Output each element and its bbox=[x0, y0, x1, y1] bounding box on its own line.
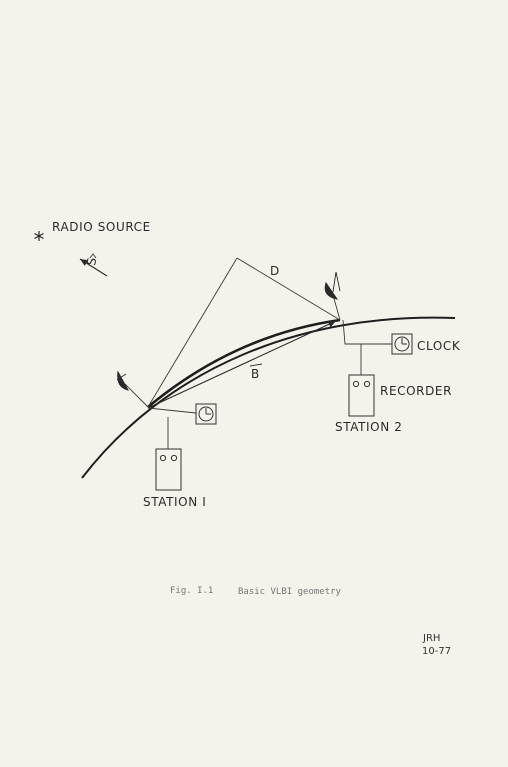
author-initials: JRH bbox=[422, 633, 440, 644]
station2-recorder-icon bbox=[348, 374, 375, 417]
station2-clock-icon bbox=[391, 333, 413, 355]
radio-source-star-icon bbox=[34, 231, 44, 241]
delay-path bbox=[147, 318, 341, 409]
station1-label: STATION I bbox=[143, 495, 206, 509]
source-vector-hat bbox=[89, 253, 97, 259]
baseline-vector bbox=[147, 320, 337, 409]
radio-source-label: RADIO SOURCE bbox=[52, 220, 151, 234]
figure-caption: Basic VLBI geometry bbox=[238, 587, 342, 597]
station2-label: STATION 2 bbox=[335, 420, 402, 434]
recorder-label: RECORDER bbox=[380, 384, 452, 398]
baseline-label: B bbox=[251, 367, 260, 381]
delay-label: D bbox=[270, 264, 280, 278]
antenna-1-dish-icon bbox=[116, 370, 149, 408]
source-vector-arrow bbox=[79, 258, 108, 277]
geometry-line-right bbox=[236, 257, 341, 321]
earth-surface-curve bbox=[81, 316, 456, 479]
source-vector-label: S bbox=[84, 256, 99, 267]
geometry-line-left bbox=[147, 257, 238, 408]
baseline-arrow-mark bbox=[249, 363, 263, 367]
antenna-2-dish-icon bbox=[324, 271, 341, 321]
station2-clock-wire bbox=[342, 319, 392, 345]
station1-recorder-icon bbox=[155, 448, 182, 491]
figure-number: Fig. I.1 bbox=[170, 586, 213, 596]
clock-label: CLOCK bbox=[417, 339, 461, 353]
author-date: 10-77 bbox=[422, 646, 451, 657]
station1-clock-icon bbox=[195, 403, 217, 425]
station1-clock-wire bbox=[147, 407, 197, 414]
